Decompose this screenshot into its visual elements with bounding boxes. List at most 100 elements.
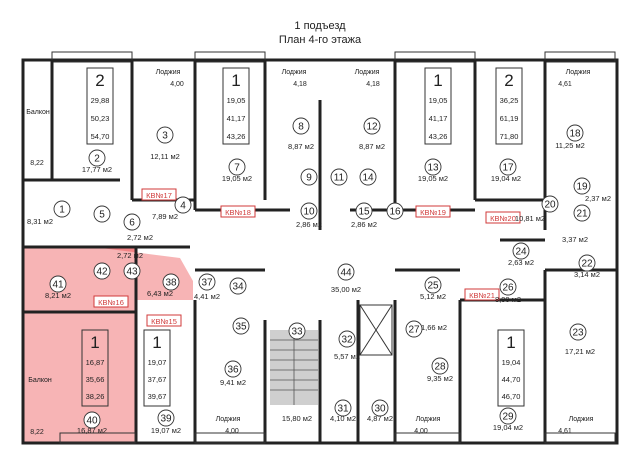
room-43[interactable]: 43 6,43 м2	[123, 262, 173, 298]
room-marker-circle	[88, 149, 106, 167]
room-area: 8,87 м2	[288, 142, 314, 151]
room-marker-circle	[355, 202, 373, 220]
room-24[interactable]: 242,63 м2	[508, 242, 534, 267]
apt-rooms: 1	[506, 333, 515, 352]
room-area: 2,72 м2	[117, 251, 143, 260]
room-41[interactable]: 418,21 м2	[45, 275, 71, 300]
room-number: 22	[581, 259, 593, 270]
room-area: 17,77 м2	[82, 165, 112, 174]
room-number: 39	[160, 414, 172, 425]
room-19[interactable]: 192,37 м2	[573, 177, 611, 203]
room-number: 20	[544, 200, 556, 211]
room-area: 2,37 м2	[585, 194, 611, 203]
room-1[interactable]: 18,31 м2	[27, 200, 71, 226]
svg-text:Балкон: Балкон	[26, 109, 50, 116]
room-3[interactable]: 312,11 м2	[150, 126, 180, 161]
svg-text:КВ№20: КВ№20	[490, 214, 516, 223]
apt-label-19[interactable]: КВ№19	[415, 205, 451, 218]
room-21[interactable]: 213,37 м2	[562, 204, 591, 244]
room-area: 3,37 м2	[562, 235, 588, 244]
svg-text:43,26: 43,26	[429, 132, 448, 141]
room-31[interactable]: 314,10 м2	[330, 399, 356, 423]
room-marker-circle	[424, 276, 442, 294]
room-5[interactable]: 5	[93, 205, 111, 223]
room-number: 36	[227, 365, 239, 376]
room-9[interactable]: 9	[300, 168, 318, 186]
room-32[interactable]: 325,57 м2	[334, 330, 360, 361]
svg-text:8,22: 8,22	[30, 160, 44, 167]
loggia-bottom-2: Лоджия 4,00	[414, 416, 440, 435]
room-35[interactable]: 35	[232, 317, 250, 335]
room-number: 34	[232, 282, 244, 293]
room-12[interactable]: 128,87 м2	[359, 117, 385, 151]
room-25[interactable]: 255,12 м2	[420, 276, 446, 301]
room-10[interactable]: 102,86 м2	[296, 202, 322, 229]
room-4[interactable]: 47,89 м2	[152, 196, 192, 221]
balcony-top: Балкон 8,22	[26, 109, 50, 167]
svg-text:39,67: 39,67	[148, 392, 167, 401]
apt-label-18[interactable]: КВ№18	[220, 205, 256, 218]
room-16[interactable]: 16	[386, 202, 404, 220]
room-36[interactable]: 369,41 м2	[220, 360, 246, 387]
room-8[interactable]: 88,87 м2	[288, 117, 314, 151]
svg-text:Лоджия: Лоджия	[416, 416, 441, 423]
room-6[interactable]: 62,72 м2	[123, 213, 153, 242]
svg-text:19,05: 19,05	[227, 96, 246, 105]
svg-text:4,00: 4,00	[414, 428, 428, 435]
room-area: 9,35 м2	[427, 374, 453, 383]
balcony-bottom: Балкон 8,22	[28, 377, 52, 436]
room-7[interactable]: 719,05 м2	[222, 158, 252, 183]
svg-text:44,70: 44,70	[502, 375, 521, 384]
room-number: 40	[86, 416, 98, 427]
room-marker-circle	[300, 202, 318, 220]
room-34[interactable]: 34	[229, 277, 247, 295]
room-area: 8,31 м2	[27, 217, 53, 226]
room-11[interactable]: 11	[330, 168, 348, 186]
room-area: 11,25 м2	[555, 141, 585, 150]
apt-label-16[interactable]: КВ№16	[93, 295, 129, 308]
room-area: 6,43 м2	[147, 289, 173, 298]
room-14[interactable]: 14	[359, 168, 377, 186]
room-marker-circle	[123, 262, 141, 280]
svg-text:Лоджия: Лоджия	[355, 69, 380, 76]
svg-text:54,70: 54,70	[91, 132, 110, 141]
svg-text:КВ№19: КВ№19	[420, 208, 446, 217]
apt-label-21[interactable]: КВ№21	[464, 288, 500, 301]
room-28[interactable]: 289,35 м2	[427, 357, 453, 383]
room-number: 30	[374, 404, 386, 415]
apt-label-15[interactable]: КВ№15	[146, 314, 182, 327]
room-37[interactable]: 374,41 м2	[194, 273, 220, 301]
room-number: 9	[306, 173, 312, 184]
room-marker-circle	[93, 262, 111, 280]
room-marker-circle	[499, 278, 517, 296]
apt-rooms: 2	[504, 71, 513, 90]
room-marker-circle	[405, 320, 423, 338]
apt-label-17[interactable]: КВ№17	[141, 188, 177, 201]
room-marker-circle	[371, 399, 389, 417]
apt-label-20[interactable]: КВ№20	[485, 211, 521, 224]
room-30[interactable]: 304,87 м2	[367, 399, 393, 423]
room-marker-circle	[386, 202, 404, 220]
room-22[interactable]: 223,14 м2	[574, 254, 600, 279]
apt-rooms: 2	[95, 71, 104, 90]
room-38[interactable]: 38	[162, 273, 180, 291]
room-marker-circle	[337, 263, 355, 281]
room-42[interactable]: 42 2,72 м2	[93, 251, 143, 280]
room-26[interactable]: 268,90 м2	[495, 278, 521, 304]
room-area: 19,04 м2	[491, 174, 521, 183]
room-number: 42	[96, 267, 108, 278]
room-number: 43	[126, 267, 138, 278]
room-15[interactable]: 152,86 м2	[351, 202, 377, 229]
room-2[interactable]: 217,77 м2	[82, 149, 112, 174]
